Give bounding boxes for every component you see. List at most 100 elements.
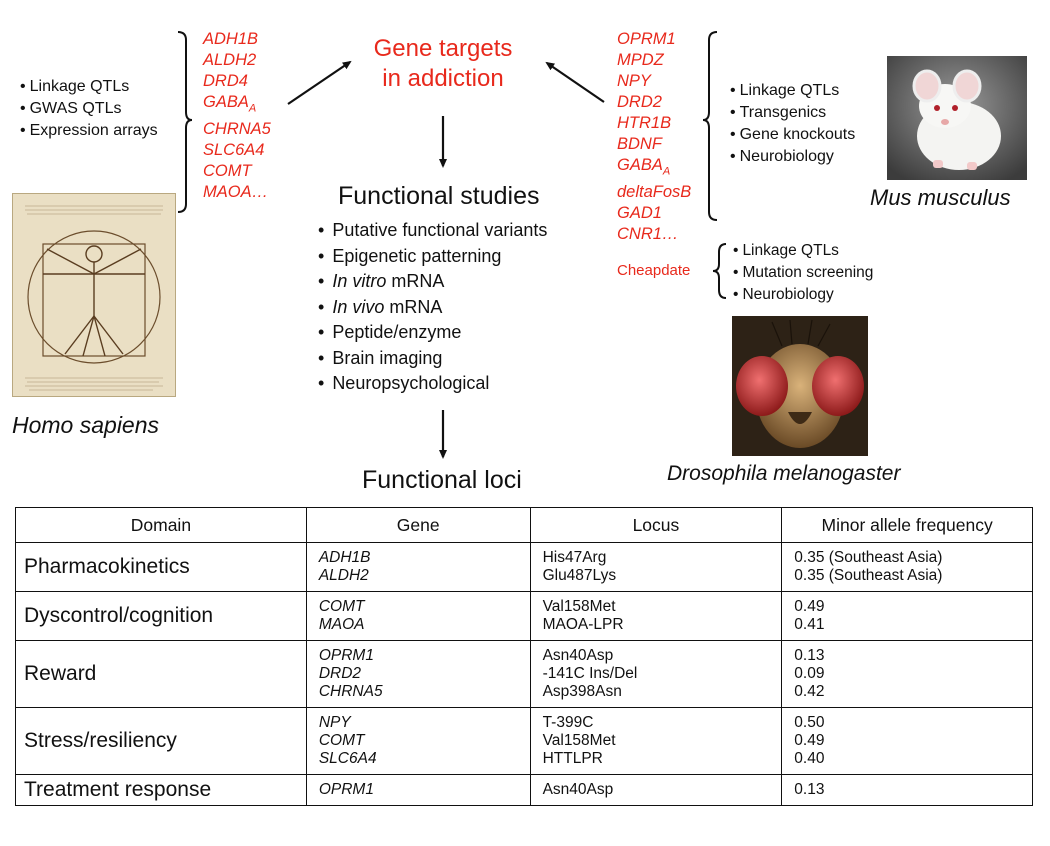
gene-cell-line: COMT — [318, 598, 365, 615]
functional-study-text: Peptide/enzyme — [332, 322, 462, 342]
locus-cell-line: -141C Ins/Del — [542, 665, 638, 682]
fruit-fly-image — [732, 316, 868, 456]
fly-method-item: Neurobiology — [733, 284, 873, 306]
functional-study-italic: In vitro — [332, 271, 387, 291]
domain-cell: Stress/resiliency — [15, 707, 307, 775]
human-gene: SLC6A4 — [203, 141, 265, 160]
domain-cell: Pharmacokinetics — [15, 542, 307, 592]
arrow-mouse-to-targets — [545, 61, 605, 103]
human-species-label: Homo sapiens — [12, 412, 160, 438]
locus-cell-line: Val158Met — [542, 732, 616, 749]
frequency-cell-line: 0.09 — [794, 665, 825, 682]
locus-cell-line: Asp398Asn — [542, 683, 622, 700]
functional-study-item: Peptide/enzyme — [318, 320, 547, 346]
functional-studies-list: Putative functional variantsEpigenetic p… — [318, 218, 547, 397]
mouse-gene: GAD1 — [617, 204, 662, 223]
mouse-methods-list: Linkage QTLs Transgenics Gene knockouts … — [730, 80, 856, 168]
human-gene: MAOA… — [203, 183, 269, 202]
mouse-gene: BDNF — [617, 135, 662, 153]
functional-study-item: Neuropsychological — [318, 371, 547, 397]
fly-method-item: Linkage QTLs — [733, 240, 873, 262]
fly-bracket — [712, 243, 727, 299]
human-method-item: Linkage QTLs — [20, 76, 158, 98]
gene-cell-line: OPRM1 — [318, 781, 374, 798]
locus-cell-line: Val158Met — [542, 598, 616, 615]
locus-cell-line: His47Arg — [542, 549, 607, 566]
functional-study-item: Brain imaging — [318, 346, 547, 372]
header-domain: Domain — [15, 507, 307, 543]
domain-cell: Treatment response — [15, 774, 307, 806]
human-gene: ADH1B — [203, 30, 259, 48]
table-header-row: Domain Gene Locus Minor allele frequency — [15, 507, 1033, 543]
functional-study-item: Putative functional variants — [318, 218, 547, 244]
mouse-method-item: Transgenics — [730, 102, 855, 124]
functional-study-text: Epigenetic patterning — [332, 245, 502, 266]
gene-cell-line: COMT — [318, 732, 365, 749]
frequency-cell-line: 0.35 (Southeast Asia) — [794, 549, 943, 566]
domain-cell: Reward — [15, 640, 307, 708]
mouse-gene: NPY — [617, 72, 651, 90]
fly-method-item: Mutation screening — [733, 262, 873, 284]
frequency-cell-line: 0.49 — [794, 598, 825, 615]
human-gene: CHRNA5 — [203, 120, 271, 139]
gene-targets-title-line2: in addiction — [382, 65, 504, 92]
locus-cell: Asn40Asp — [529, 774, 783, 806]
frequency-cell-line: 0.13 — [794, 647, 825, 664]
human-gene: DRD4 — [203, 72, 248, 90]
functional-study-text: Putative functional variants — [332, 220, 548, 240]
mouse-gene: HTR1B — [617, 114, 672, 132]
frequency-cell-line: 0.13 — [794, 781, 825, 798]
gene-cell-line: OPRM1 — [318, 647, 374, 664]
human-gene: COMT — [203, 162, 252, 181]
mouse-gene: deltaFosB — [617, 183, 692, 202]
header-minor-allele-frequency: Minor allele frequency — [781, 507, 1033, 543]
gene-cell-line: CHRNA5 — [318, 683, 383, 700]
frequency-cell-line: 0.50 — [794, 714, 825, 731]
functional-study-text: Brain imaging — [332, 347, 443, 368]
human-method-item: Expression arrays — [20, 120, 158, 142]
human-gene-list: ADH1B ALDH2 DRD4 GABAA CHRNA5 SLC6A4 COM… — [203, 29, 271, 203]
mouse-genes-bracket — [702, 31, 718, 221]
locus-cell-line: Glu487Lys — [542, 567, 617, 584]
mouse-gene-gaba: GABAA — [617, 156, 671, 178]
mouse-method-item: Gene knockouts — [730, 124, 856, 146]
fly-methods-list: Linkage QTLs Mutation screening Neurobio… — [733, 240, 873, 306]
header-locus: Locus — [529, 507, 783, 543]
domain-cell: Dyscontrol/cognition — [15, 591, 307, 641]
fruit-fly-figure — [732, 316, 868, 456]
functional-study-item: Epigenetic patterning — [318, 244, 547, 270]
functional-study-text: mRNA — [386, 271, 445, 291]
locus-cell-line: HTTLPR — [542, 750, 603, 767]
functional-loci-table: Domain Gene Locus Minor allele frequency… — [15, 507, 1033, 806]
gene-cell-line: ADH1B — [318, 549, 371, 566]
human-gene: ALDH2 — [203, 51, 257, 69]
frequency-cell-line: 0.40 — [794, 750, 825, 767]
mouse-gene: CNR1… — [617, 225, 679, 244]
gene-cell-line: MAOA — [318, 616, 365, 633]
functional-study-text: Neuropsychological — [332, 373, 490, 393]
mouse-image — [887, 56, 1027, 180]
locus-cell-line: Asn40Asp — [542, 781, 614, 798]
frequency-cell-line: 0.42 — [794, 683, 825, 700]
human-methods-list: Linkage QTLs GWAS QTLs Expression arrays — [20, 76, 158, 142]
arrow-human-to-targets — [287, 60, 352, 105]
gene-targets-title: Gene targets in addiction — [343, 34, 543, 94]
gene-cell-line: DRD2 — [318, 665, 362, 682]
frequency-cell: 0.13 — [781, 774, 1033, 806]
locus-cell-line: MAOA-LPR — [542, 616, 624, 633]
gene-cell-line: SLC6A4 — [318, 750, 377, 767]
gene-cell-line: NPY — [318, 714, 351, 731]
mouse-species-label: Mus musculus — [870, 185, 1011, 210]
